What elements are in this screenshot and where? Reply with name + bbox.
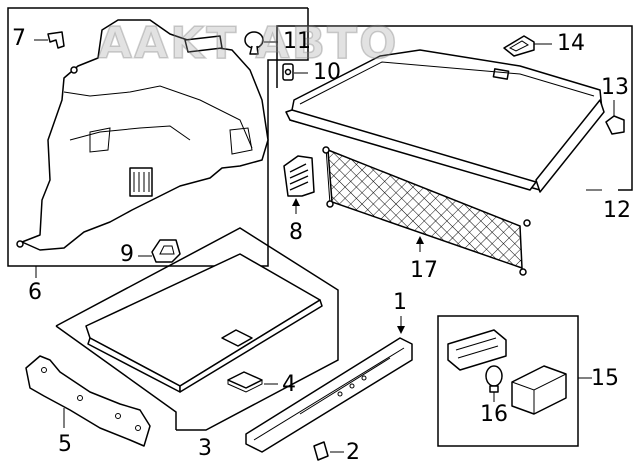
- callout-2: 2: [346, 440, 360, 465]
- callout-16: 16: [480, 402, 508, 427]
- callout-10: 10: [313, 60, 341, 85]
- callout-11: 11: [283, 29, 311, 54]
- clip-7: [34, 31, 65, 49]
- grommet-14: [503, 35, 552, 57]
- clip-2: [313, 441, 344, 461]
- callout-5: 5: [58, 432, 72, 457]
- vent-8: [283, 155, 315, 214]
- lid-4: [227, 371, 278, 393]
- fastener-11: [244, 31, 278, 55]
- callout-8: 8: [289, 220, 303, 245]
- callout-14: 14: [557, 31, 585, 56]
- cargo-net: [322, 146, 531, 276]
- end-cap-13: [605, 100, 625, 135]
- floor-board: [85, 253, 323, 393]
- clip-10: [282, 63, 308, 81]
- group-box-15: [437, 315, 579, 447]
- callout-4: 4: [282, 372, 296, 397]
- grommet-9: [138, 239, 181, 263]
- callout-9: 9: [120, 242, 134, 267]
- callout-13: 13: [601, 75, 629, 100]
- callout-17: 17: [410, 258, 438, 283]
- callout-15: 15: [591, 366, 619, 391]
- callout-12: 12: [603, 198, 631, 223]
- group-box-6: [7, 7, 309, 267]
- lamp-assembly: [447, 329, 567, 415]
- bulb-16: [485, 365, 503, 402]
- bracket-5: [25, 355, 151, 447]
- group-box-12: [276, 25, 633, 191]
- tonneau-cover: [285, 49, 605, 193]
- callout-3: 3: [198, 436, 212, 461]
- scuff-plate: [245, 316, 413, 453]
- quarter-trim-panel: [16, 19, 269, 251]
- callout-7: 7: [12, 26, 26, 51]
- group-box-3: [55, 227, 339, 431]
- callout-6: 6: [28, 280, 42, 305]
- callout-1: 1: [393, 290, 407, 315]
